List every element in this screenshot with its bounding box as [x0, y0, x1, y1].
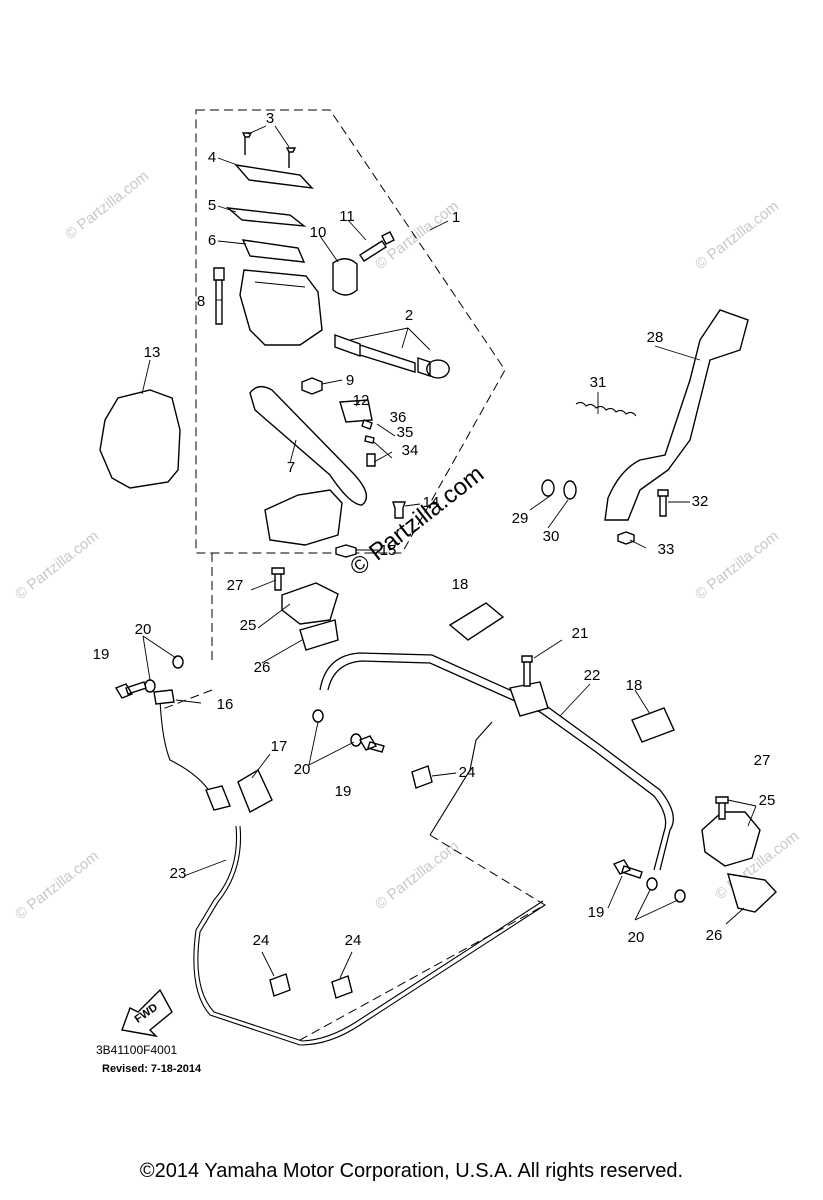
callout-24b: 24	[253, 932, 270, 949]
callout-10: 10	[310, 224, 327, 241]
callout-26b: 26	[706, 927, 723, 944]
callout-27b: 27	[754, 752, 771, 769]
brake-pipe-23	[193, 825, 546, 1046]
brake-switch	[339, 399, 373, 423]
hose-16	[159, 699, 213, 796]
callout-3: 3	[266, 110, 274, 127]
callout-33: 33	[658, 541, 675, 558]
reservoir-cap	[234, 164, 314, 189]
callout-24c: 24	[345, 932, 362, 949]
callout-26a: 26	[254, 659, 271, 676]
nut-9	[301, 377, 323, 395]
clip-24-c	[331, 975, 353, 999]
callout-17: 17	[271, 738, 288, 755]
callout-9: 9	[346, 372, 354, 389]
callout-5: 5	[208, 197, 216, 214]
callout-19b: 19	[335, 783, 352, 800]
callout-18a: 18	[452, 576, 469, 593]
fwd-arrow: FWD	[121, 988, 173, 1038]
callout-25a: 25	[240, 617, 257, 634]
diaphragm-plate	[225, 207, 307, 227]
svg-text:© Partzilla.com: © Partzilla.com	[12, 528, 102, 604]
holder-26-lower	[727, 873, 777, 913]
callout-23: 23	[170, 865, 187, 882]
guide-25-lower	[701, 811, 761, 867]
callout-20c: 20	[628, 929, 645, 946]
svg-text:© Partzilla.com: © Partzilla.com	[62, 168, 152, 244]
clamp-18-upper	[448, 602, 505, 641]
svg-text:© Partzilla.com: © Partzilla.com	[692, 528, 782, 604]
clamp-10	[332, 258, 358, 296]
copyright-footer: ©2014 Yamaha Motor Corporation, U.S.A. A…	[139, 1160, 684, 1182]
diagram-code: 3B41100F4001	[96, 1043, 178, 1057]
revised-date: Revised: 7-18-2014	[102, 1063, 202, 1075]
callout-1: 1	[452, 209, 460, 226]
callout-22: 22	[584, 667, 601, 684]
clip-24-b	[269, 973, 291, 997]
master-cylinder-body	[239, 269, 323, 346]
clamp-18-lower	[631, 707, 675, 743]
callout-15: 15	[380, 542, 397, 559]
callout-19c: 19	[588, 904, 605, 921]
holder-26-upper	[299, 619, 339, 651]
assembly-boundary	[195, 109, 506, 554]
lever-holder	[264, 489, 343, 546]
callout-18b: 18	[626, 677, 643, 694]
callout-24a: 24	[459, 764, 476, 781]
callout-30: 30	[543, 528, 560, 545]
screw-3	[241, 132, 297, 168]
svg-text:© Partzilla.com: © Partzilla.com	[372, 838, 462, 914]
callout-34: 34	[402, 442, 419, 459]
callout-6: 6	[208, 232, 216, 249]
svg-text:© Partzilla.com: © Partzilla.com	[692, 198, 782, 274]
callout-14: 14	[423, 494, 440, 511]
clip-17	[237, 769, 273, 813]
callout-20a: 20	[135, 621, 152, 638]
pin-14	[392, 501, 406, 519]
callout-12: 12	[353, 392, 370, 409]
piston-kit	[334, 334, 450, 379]
bolt-27-lower	[715, 796, 729, 820]
callout-21: 21	[572, 625, 589, 642]
callout-28: 28	[647, 329, 664, 346]
nut-15	[335, 544, 357, 558]
callout-32: 32	[692, 493, 709, 510]
callout-4: 4	[208, 149, 216, 166]
callout-7: 7	[287, 459, 295, 476]
callout-13: 13	[144, 344, 161, 361]
callout-31: 31	[590, 374, 607, 391]
callout-11: 11	[339, 208, 355, 225]
leader-lines	[141, 125, 757, 979]
callout-36: 36	[390, 409, 407, 426]
brake-lever	[249, 385, 368, 506]
bolts-19	[114, 681, 643, 879]
svg-text:© Partzilla.com: © Partzilla.com	[12, 848, 102, 924]
washers-20	[144, 655, 686, 903]
callout-27a: 27	[227, 577, 244, 594]
guide-25-upper	[281, 582, 339, 625]
clip-29	[541, 479, 555, 497]
callouts: 1 2 3 4 5 6 7 8 9 10 11 12 13 14 15 16 1…	[93, 110, 776, 949]
callout-29: 29	[512, 510, 529, 527]
cover-13	[99, 389, 181, 489]
callout-2: 2	[405, 307, 413, 324]
callout-19a: 19	[93, 646, 110, 663]
callout-35: 35	[397, 424, 414, 441]
callout-25b: 25	[759, 792, 776, 809]
diaphragm	[241, 239, 306, 263]
callout-20b: 20	[294, 761, 311, 778]
callout-8: 8	[197, 293, 205, 310]
bolt-11	[359, 231, 395, 262]
brake-pedal	[604, 309, 749, 521]
callout-16: 16	[217, 696, 234, 713]
washer-30	[563, 480, 577, 500]
clip-24-a	[411, 765, 433, 789]
bolt-21	[521, 655, 533, 687]
spring-31	[575, 401, 637, 417]
bolt-8	[213, 267, 225, 325]
bolt-27-upper	[271, 567, 285, 591]
